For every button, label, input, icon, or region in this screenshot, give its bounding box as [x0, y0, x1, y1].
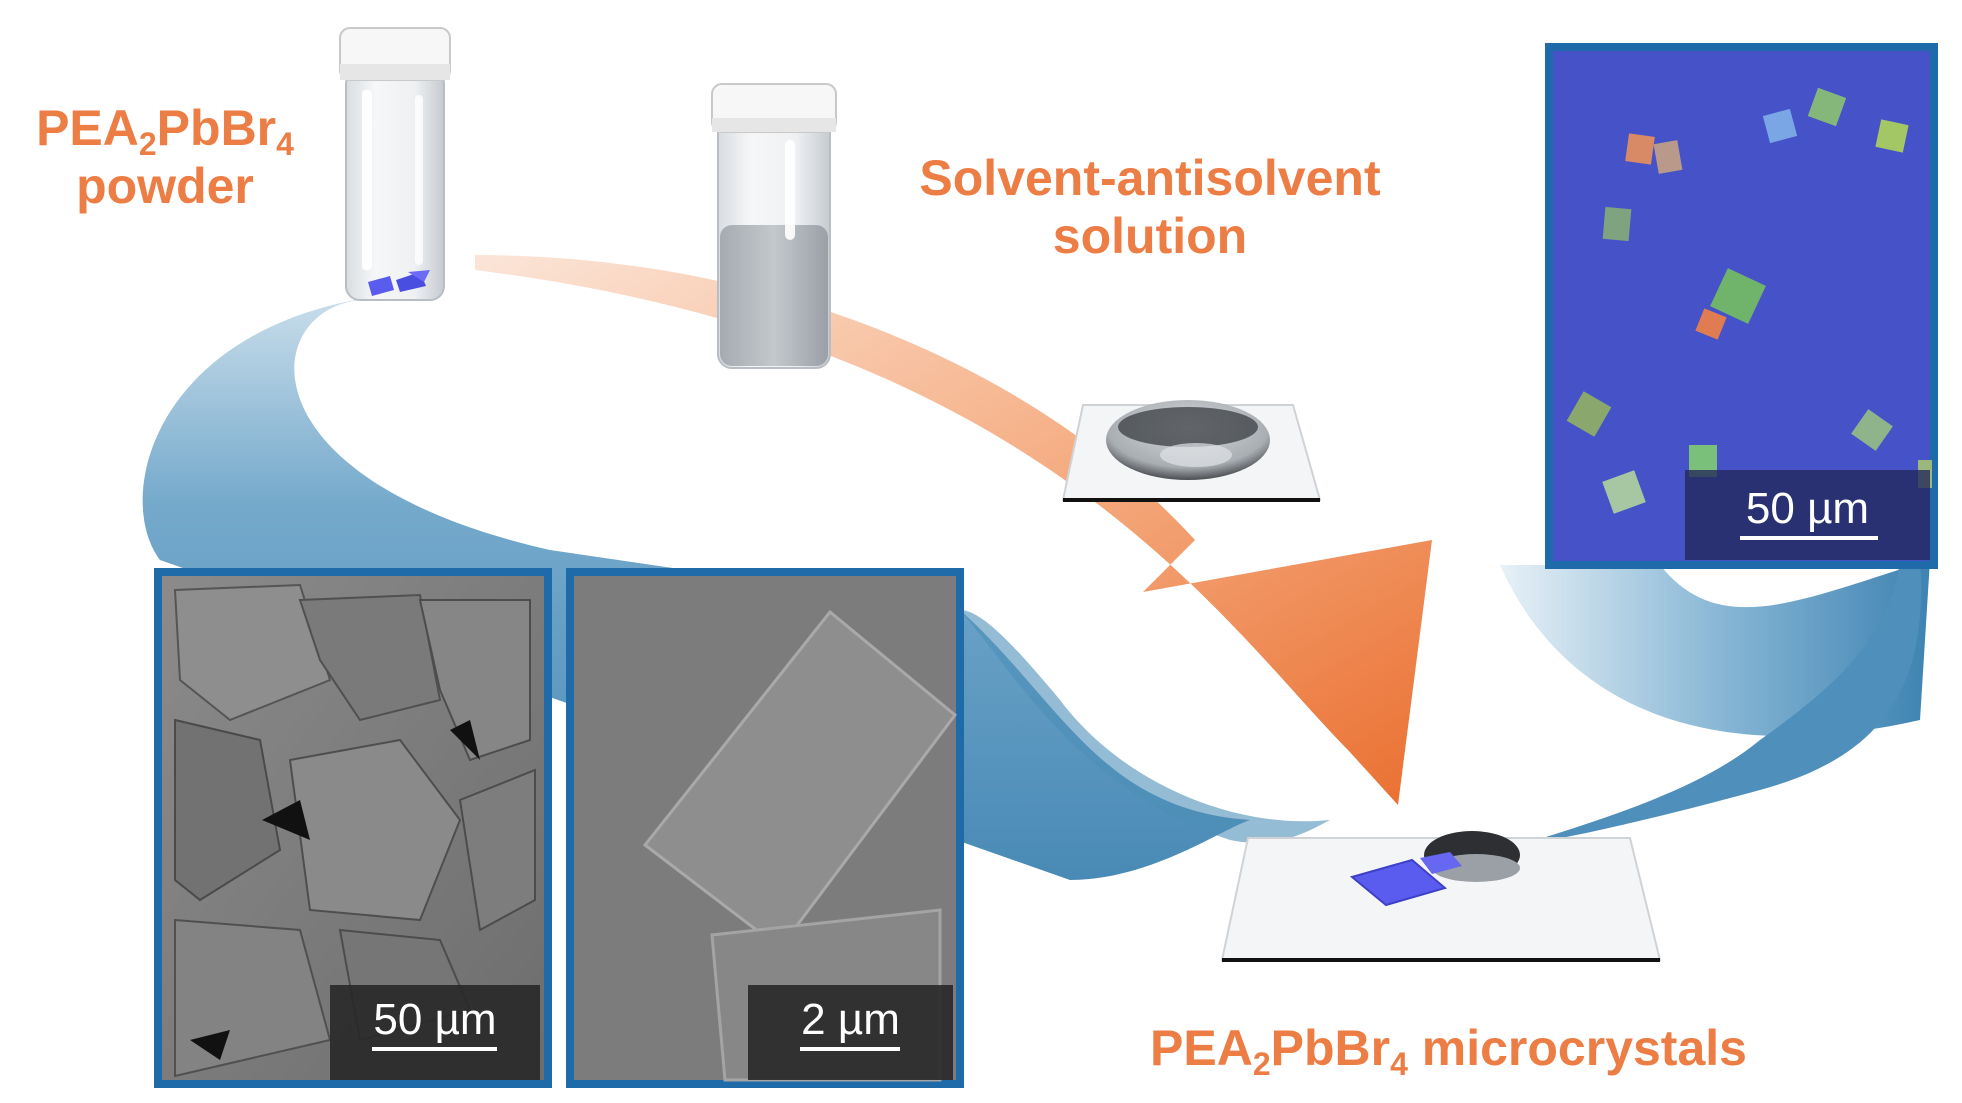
scale-bar-optical-line [1740, 536, 1878, 540]
scale-bar-sem-left-line [372, 1047, 497, 1051]
powder-label: PEA2PbBr4 powder [20, 100, 310, 215]
process-arrow [475, 255, 1432, 805]
micro-label-text: microcrystals [1407, 1020, 1747, 1076]
scale-bar-optical: 50 µm [1685, 470, 1930, 560]
substrate-with-droplet [1061, 400, 1322, 502]
solution-label-line1: Solvent-antisolvent [919, 150, 1381, 206]
microcrystals-label: PEA2PbBr4 microcrystals [1150, 1020, 1850, 1080]
powder-formula-prefix: PEA [36, 100, 139, 156]
micro-formula-sub1: 2 [1252, 1046, 1271, 1082]
scale-bar-sem-left: 50 µm [330, 985, 540, 1080]
micro-formula-prefix: PEA [1150, 1020, 1253, 1076]
scale-bar-sem-left-label: 50 µm [373, 995, 497, 1044]
micro-formula-sub2: 4 [1390, 1046, 1408, 1082]
solution-label-line2: solution [1052, 207, 1248, 264]
powder-vial [339, 27, 451, 301]
powder-label-text: powder [76, 157, 254, 214]
solution-label: Solvent-antisolvent solution [880, 150, 1420, 265]
substrate-with-microcrystals [1220, 831, 1662, 962]
powder-formula-sub2: 4 [276, 126, 294, 162]
blue-ribbon-right-tail [1520, 560, 1922, 845]
powder-formula-mid: PbBr [156, 100, 277, 156]
powder-formula-sub1: 2 [138, 126, 157, 162]
blue-ribbon-left-inner [960, 610, 1330, 843]
scale-bar-sem-right: 2 µm [748, 985, 953, 1080]
micro-formula-mid: PbBr [1270, 1020, 1391, 1076]
solution-vial [711, 83, 837, 369]
scale-bar-sem-right-line [800, 1047, 900, 1051]
scale-bar-optical-label: 50 µm [1745, 484, 1870, 533]
scale-bar-sem-right-label: 2 µm [801, 995, 900, 1044]
